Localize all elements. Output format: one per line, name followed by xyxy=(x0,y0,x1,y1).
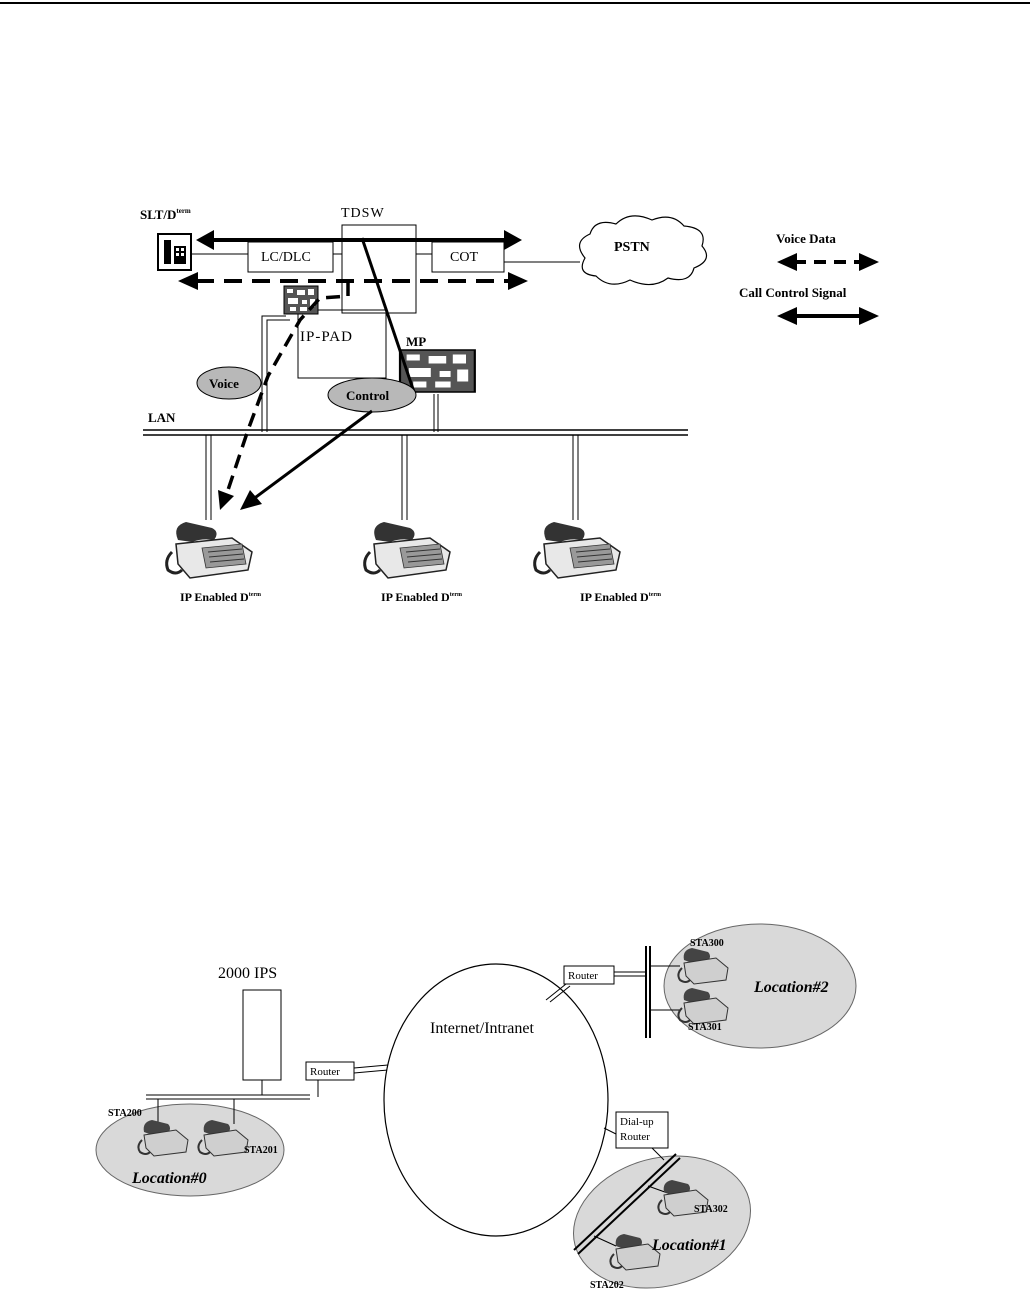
sta202-label: STA202 xyxy=(590,1280,624,1291)
diagram-2-network-topology: 2000 IPS Router Internet/Intranet Router… xyxy=(95,923,857,1291)
legend-voice-data-label: Voice Data xyxy=(776,231,836,246)
router-loc2-label: Router xyxy=(568,970,598,982)
ip-phone-1-icon xyxy=(165,520,254,580)
lan-label: LAN xyxy=(148,410,176,425)
dialup-router-label-line2: Router xyxy=(620,1131,650,1143)
sta201-label: STA201 xyxy=(244,1145,278,1156)
pstn-label: PSTN xyxy=(614,240,650,255)
router-main-label: Router xyxy=(310,1066,340,1078)
ip-phone-3-label: IP Enabled Dterm xyxy=(580,590,661,604)
location-0-label: Location#0 xyxy=(131,1170,207,1187)
legend-call-control-label: Call Control Signal xyxy=(739,285,847,300)
lc-dlc-label: LC/DLC xyxy=(261,250,311,265)
mp-label: MP xyxy=(406,334,426,349)
location-0-area xyxy=(95,1103,285,1197)
ips-2000-label: 2000 IPS xyxy=(218,965,277,982)
voice-label: Voice xyxy=(209,376,239,391)
top-rule xyxy=(0,2,1030,4)
ip-phone-2-label: IP Enabled Dterm xyxy=(381,590,462,604)
ips-2000-box xyxy=(242,989,282,1081)
dialup-router-box xyxy=(615,1111,669,1149)
sta301-label: STA301 xyxy=(688,1022,722,1033)
pstn-cloud-icon xyxy=(579,215,708,286)
sta200-label: STA200 xyxy=(108,1108,142,1119)
ip-phone-2-icon xyxy=(363,520,452,580)
ip-pad-board-icon xyxy=(283,285,319,315)
location-1-label: Location#1 xyxy=(651,1237,727,1254)
location-2-label: Location#2 xyxy=(753,979,829,996)
ip-phone-3-icon xyxy=(533,520,622,580)
control-label: Control xyxy=(346,388,389,403)
legend-voice-data-arrow xyxy=(777,253,879,271)
sta300-label: STA300 xyxy=(690,938,724,949)
ip-pad-box xyxy=(297,309,387,379)
slt-label: SLT/Dterm xyxy=(140,207,191,222)
cot-label: COT xyxy=(450,250,478,265)
voice-ellipse xyxy=(196,366,262,400)
slt-phone-icon xyxy=(157,233,192,271)
router-main-box xyxy=(305,1061,355,1081)
legend-call-control-arrow xyxy=(777,307,879,325)
tdsw-label: TDSW xyxy=(341,206,385,221)
internet-label: Internet/Intranet xyxy=(430,1020,535,1037)
dialup-router-label-line1: Dial-up xyxy=(620,1116,654,1128)
router-loc2-box xyxy=(563,965,615,985)
diagram-1-ip-pad-architecture: SLT/Dterm TDSW LC/DLC COT PSTN IP-PAD xyxy=(140,206,879,604)
ip-phone-1-label: IP Enabled Dterm xyxy=(180,590,261,604)
internet-ellipse xyxy=(383,963,609,1237)
sta302-label: STA302 xyxy=(694,1204,728,1215)
ip-pad-label: IP-PAD xyxy=(300,329,353,345)
